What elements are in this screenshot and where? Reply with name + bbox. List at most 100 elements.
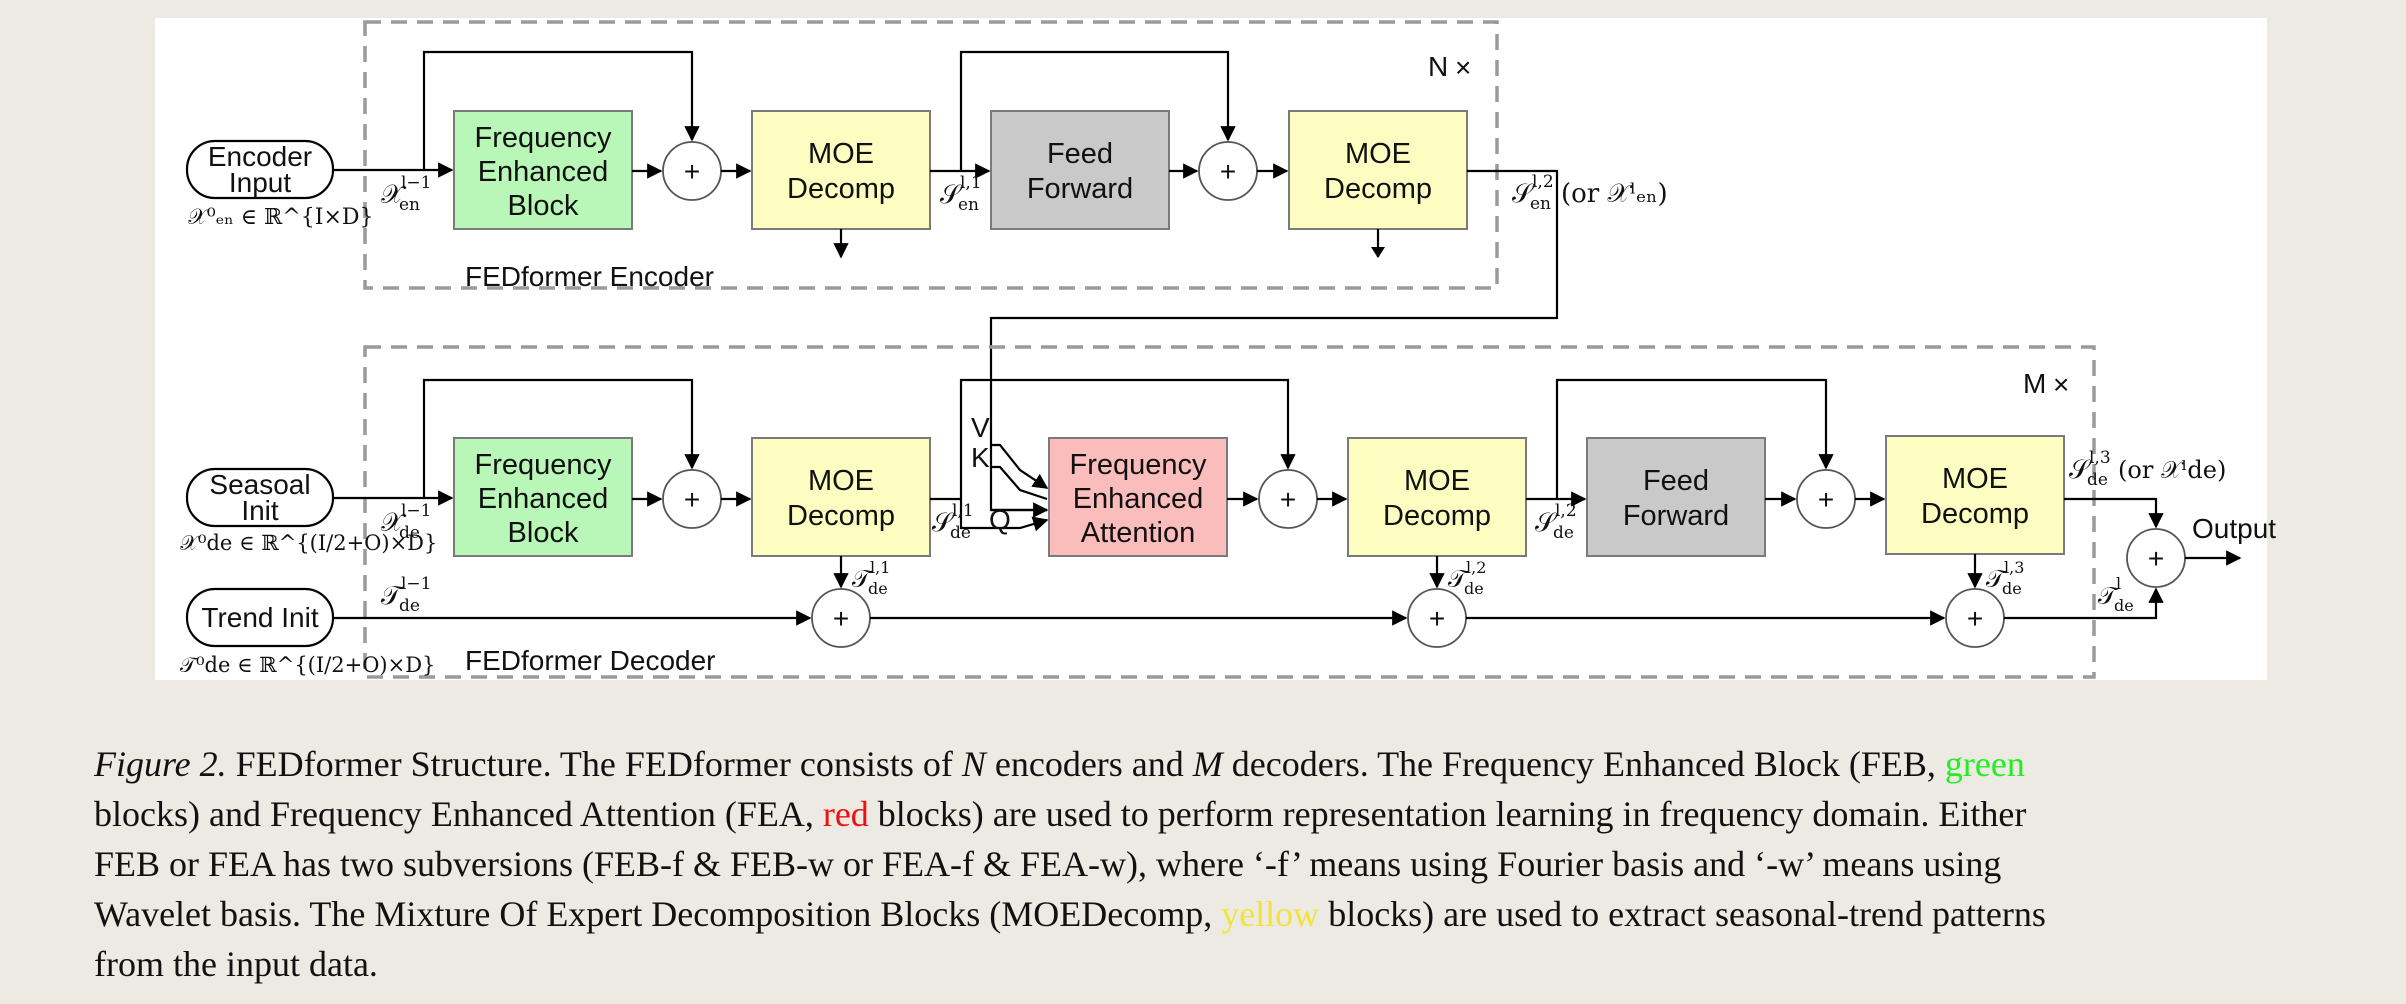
caption-line-3: FEB or FEA has two subversions (FEB-f & … xyxy=(94,844,2001,884)
decoder-moe-1-label-2: Decomp xyxy=(787,500,895,532)
decoder-x-label: 𝒳 de l−1 xyxy=(381,501,432,543)
decoder-feb-label-3: Block xyxy=(508,517,579,549)
trend-add-node-1-plus: + xyxy=(833,603,849,634)
svg-text:l,3: l,3 xyxy=(2089,448,2111,468)
svg-text:l: l xyxy=(2116,574,2121,593)
encoder-feb-block xyxy=(453,110,633,230)
decoder-moe-2-label-1: MOE xyxy=(1404,465,1470,497)
svg-text:de: de xyxy=(2114,596,2134,615)
svg-text:l−1: l−1 xyxy=(401,574,432,594)
encoder-input-label-2: Input xyxy=(229,167,291,198)
decoder-fea-block xyxy=(1048,437,1228,557)
encoder-ff-label-1: Feed xyxy=(1047,138,1113,170)
decoder-s2-label: 𝒮 de l,2 xyxy=(1535,501,1577,543)
svg-text:𝒯: 𝒯 xyxy=(381,581,404,611)
svg-text:de: de xyxy=(399,523,420,543)
attention-k-label: K xyxy=(971,442,990,473)
encoder-feb-label-1: Frequency xyxy=(474,122,612,154)
figure-caption: Figure 2. FEDformer Structure. The FEDfo… xyxy=(93,744,2046,984)
svg-text:𝒳: 𝒳 xyxy=(381,508,407,538)
encoder-moe-block-2 xyxy=(1288,110,1468,230)
svg-text:l,2: l,2 xyxy=(1466,558,1486,577)
svg-text:de: de xyxy=(2087,470,2108,490)
encoder-ff-label-2: Forward xyxy=(1027,173,1133,205)
svg-text:𝒮: 𝒮 xyxy=(1512,179,1535,209)
decoder-s1-label: 𝒮 de l,1 xyxy=(932,501,974,543)
encoder-moe-2-label-2: Decomp xyxy=(1324,173,1432,205)
encoder-moe-block-1 xyxy=(751,110,931,230)
encoder-x-label: 𝒳 en l−1 xyxy=(381,173,432,215)
decoder-moe-block-2 xyxy=(1347,437,1527,557)
encoder-add-node-2-plus: + xyxy=(1220,156,1236,187)
decoder-t-input-label: 𝒯 de l−1 xyxy=(381,574,432,616)
decoder-moe-block-1 xyxy=(751,437,931,557)
decoder-moe-3-label-1: MOE xyxy=(1942,463,2008,495)
encoder-s1-label: 𝒮 en l,1 xyxy=(940,173,982,215)
caption-line-5: from the input data. xyxy=(94,944,378,984)
decoder-t3-label: 𝒯 de l,3 xyxy=(1986,558,2024,598)
encoder-moe-2-label-1: MOE xyxy=(1345,138,1411,170)
decoder-ff-label-2: Forward xyxy=(1623,500,1729,532)
decoder-t2-label: 𝒯 de l,2 xyxy=(1448,558,1486,598)
decoder-add-node-3-plus: + xyxy=(1818,484,1834,515)
svg-text:l−1: l−1 xyxy=(401,173,432,193)
encoder-add-node-1-plus: + xyxy=(684,156,700,187)
decoder-moe-block-3 xyxy=(1885,435,2065,555)
svg-text:𝒮: 𝒮 xyxy=(932,508,955,538)
seasonal-init-label: Seasoal xyxy=(209,469,310,500)
svg-text:en: en xyxy=(1530,194,1551,214)
trend-add-node-3-plus: + xyxy=(1967,603,1983,634)
seasonal-init-math: 𝒳⁰de ∈ ℝ^{(I/2+O)×D} xyxy=(180,531,437,555)
svg-text:(or 𝒳ˡde): (or 𝒳ˡde) xyxy=(2118,456,2226,484)
decoder-repeat-label: M xyxy=(2023,368,2046,399)
decoder-t1-label: 𝒯 de l,1 xyxy=(852,558,890,598)
svg-text:l,2: l,2 xyxy=(1532,172,1554,192)
encoder-title: FEDformer Encoder xyxy=(465,261,714,292)
svg-text:en: en xyxy=(399,195,420,215)
encoder-input-label: Encoder xyxy=(208,141,312,172)
svg-text:l,1: l,1 xyxy=(870,558,890,577)
decoder-feb-label-1: Frequency xyxy=(474,449,612,481)
svg-text:l,1: l,1 xyxy=(952,501,974,521)
trend-init-math: 𝒯⁰de ∈ ℝ^{(I/2+O)×D} xyxy=(180,653,435,677)
decoder-feed-forward-block xyxy=(1586,437,1766,557)
encoder-repeat-label: N xyxy=(1428,51,1448,82)
trend-add-node-2-plus: + xyxy=(1429,603,1445,634)
decoder-moe-1-label-1: MOE xyxy=(808,465,874,497)
decoder-repeat-times-icon: × xyxy=(2053,369,2069,400)
encoder-moe-1-label-2: Decomp xyxy=(787,173,895,205)
svg-text:𝒮: 𝒮 xyxy=(2069,455,2092,485)
decoder-ff-label-1: Feed xyxy=(1643,465,1709,497)
encoder-section: N × FEDformer Encoder Encoder Input 𝒳⁰ₑₙ… xyxy=(185,20,1668,512)
decoder-title: FEDformer Decoder xyxy=(465,645,716,676)
encoder-feed-forward-block xyxy=(990,110,1170,230)
decoder-fea-label-3: Attention xyxy=(1081,517,1195,549)
trend-init-label: Trend Init xyxy=(201,602,318,633)
decoder-dashed-frame xyxy=(363,345,2096,679)
decoder-feb-block xyxy=(453,437,633,557)
svg-text:𝒮: 𝒮 xyxy=(1535,508,1558,538)
decoder-fea-label-2: Enhanced xyxy=(1073,483,1204,515)
svg-text:𝒳: 𝒳 xyxy=(381,180,407,210)
svg-text:l,2: l,2 xyxy=(1555,501,1577,521)
svg-text:de: de xyxy=(868,579,888,598)
svg-text:de: de xyxy=(1464,579,1484,598)
decoder-add-node-2-plus: + xyxy=(1280,484,1296,515)
decoder-section: M × FEDformer Decoder Seasoal Init 𝒳⁰de … xyxy=(180,345,2276,679)
svg-text:de: de xyxy=(399,596,420,616)
svg-text:𝒯: 𝒯 xyxy=(852,565,874,593)
encoder-feb-label-2: Enhanced xyxy=(478,156,609,188)
decoder-fea-label-1: Frequency xyxy=(1069,449,1207,481)
output-add-node-plus: + xyxy=(2148,543,2164,574)
encoder-input-math: 𝒳⁰ₑₙ ∈ ℝ^{I×D} xyxy=(188,205,374,230)
caption-line-4: Wavelet basis. The Mixture Of Expert Dec… xyxy=(94,894,2046,934)
encoder-moe-1-label-1: MOE xyxy=(808,138,874,170)
decoder-moe-3-label-2: Decomp xyxy=(1921,498,2029,530)
svg-text:𝒯: 𝒯 xyxy=(1448,565,1470,593)
decoder-s3-label: 𝒮 de l,3 (or 𝒳ˡde) xyxy=(2069,448,2226,490)
attention-v-label: V xyxy=(971,412,990,443)
svg-text:l−1: l−1 xyxy=(401,501,432,521)
svg-text:𝒮: 𝒮 xyxy=(940,180,963,210)
svg-text:l,1: l,1 xyxy=(960,173,982,193)
